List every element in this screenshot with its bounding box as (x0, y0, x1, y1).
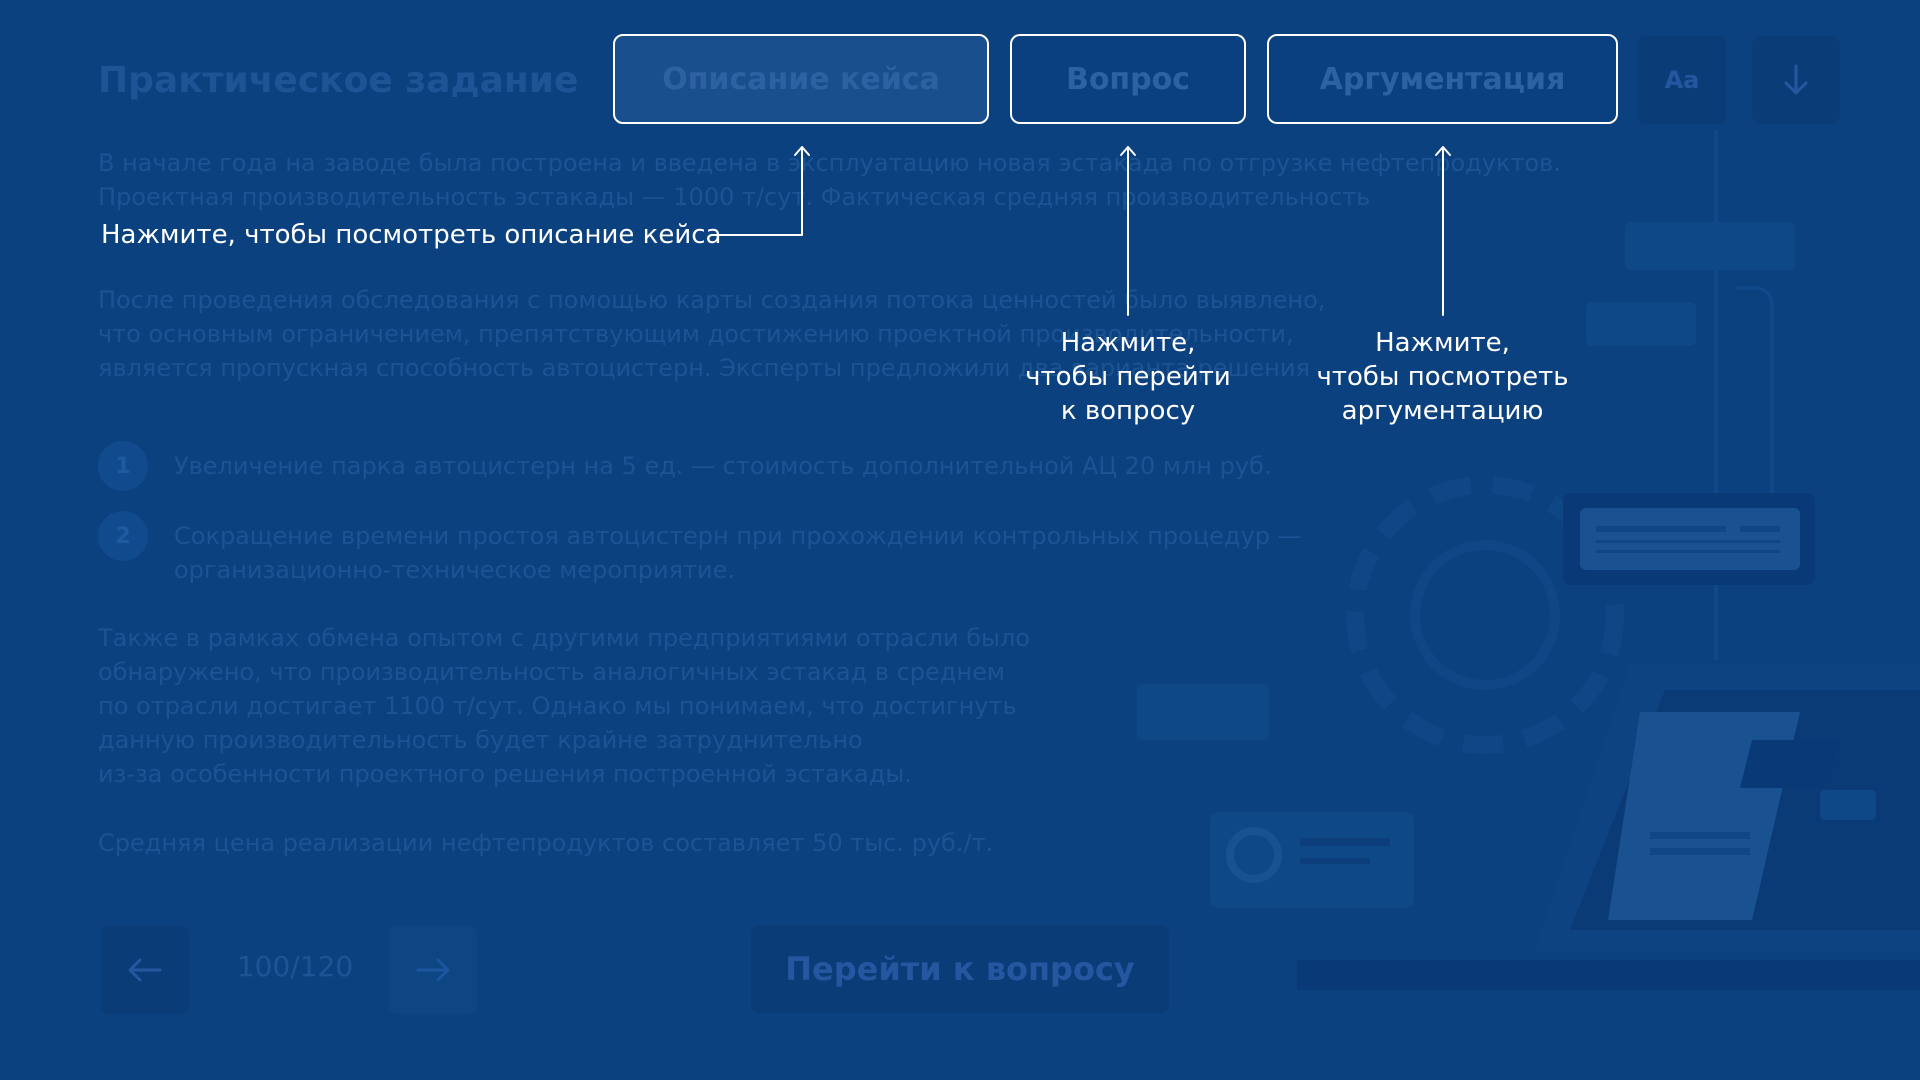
list-item: 2 Сокращение времени простоя автоцистерн… (98, 511, 1302, 587)
previous-button[interactable] (101, 926, 189, 1014)
hint-question: Нажмите, чтобы перейти к вопросу (1025, 328, 1231, 426)
go-to-question-button[interactable]: Перейти к вопросу (751, 925, 1169, 1013)
hint-case-description: Нажмите, чтобы посмотреть описание кейса (101, 220, 722, 250)
tab-question[interactable]: Вопрос (1010, 34, 1246, 124)
list-item: 1 Увеличение парка автоцистерн на 5 ед. … (98, 441, 1271, 491)
font-size-button[interactable]: Аа (1638, 36, 1726, 124)
arrow-right-icon (416, 958, 450, 982)
case-paragraph-2: После проведения обследования с помощью … (98, 286, 1326, 382)
item-text: Увеличение парка автоцистерн на 5 ед. — … (174, 452, 1272, 480)
page-title: Практическое задание (98, 60, 579, 101)
item-number: 2 (98, 511, 148, 561)
item-text: Сокращение времени простоя автоцистерн п… (174, 522, 1302, 584)
download-button[interactable] (1752, 36, 1840, 124)
case-paragraph-4: Средняя цена реализации нефтепродуктов с… (98, 829, 994, 857)
tab-case-description[interactable]: Описание кейса (613, 34, 989, 124)
arrow-left-icon (128, 958, 162, 982)
page-counter: 100/120 (236, 950, 354, 983)
case-paragraph-3: Также в рамках обмена опытом с другими п… (98, 624, 1030, 788)
tab-argumentation[interactable]: Аргументация (1267, 34, 1618, 124)
hint-argumentation: Нажмите, чтобы посмотреть аргументацию (1316, 328, 1569, 426)
item-number: 1 (98, 441, 148, 491)
case-paragraph-1: В начале года на заводе была построена и… (98, 149, 1561, 211)
next-button[interactable] (389, 926, 477, 1014)
arrow-down-icon (1784, 64, 1808, 95)
